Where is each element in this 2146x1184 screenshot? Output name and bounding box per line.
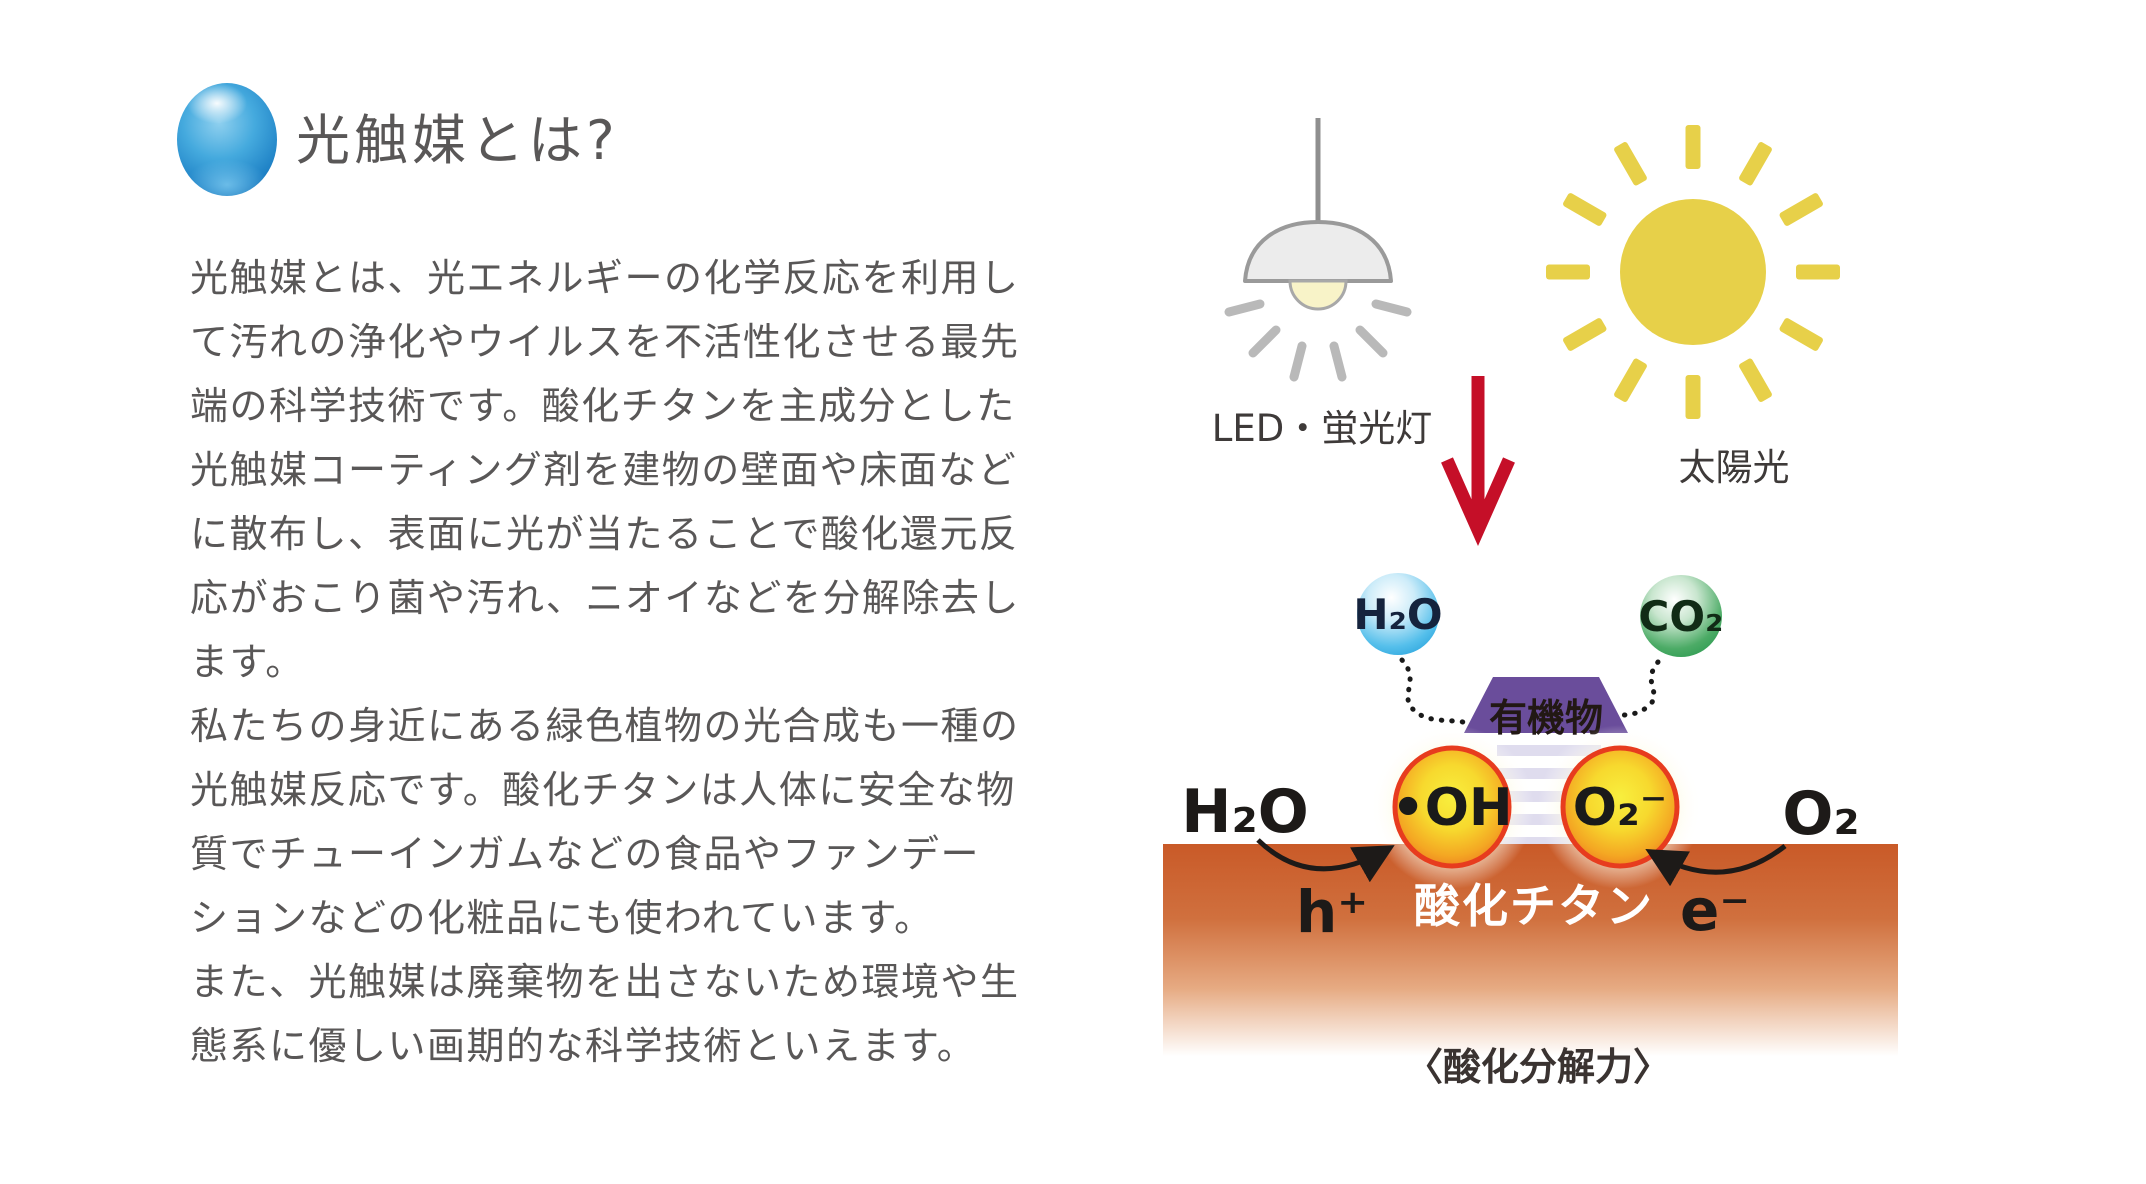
oh-radical-sphere	[1392, 745, 1512, 869]
superoxide-sphere	[1560, 745, 1680, 869]
article-line: 光触媒コーティング剤を建物の壁面や床面など	[190, 448, 1018, 492]
article-line: 質でチューインガムなどの食品やファンデー	[190, 832, 981, 876]
down-arrow-icon	[1441, 376, 1515, 547]
diagram-caption: 〈酸化分解力〉	[1405, 1045, 1671, 1089]
article-line: 私たちの身近にある緑色植物の光合成も一種の	[190, 704, 1020, 748]
article-line: て汚れの浄化やウイルスを不活性化させる最先	[190, 320, 1020, 364]
article-line: 端の科学技術です。酸化チタンを主成分とした	[190, 384, 1016, 428]
article-line: 光触媒反応です。酸化チタンは人体に安全な物	[190, 768, 1016, 812]
lamp-rays-icon	[1224, 299, 1412, 382]
article-text: 光触媒とは、光エネルギーの化学反応を利用し て汚れの浄化やウイルスを不活性化させ…	[190, 246, 1090, 1078]
co2-bubble-label: CO₂	[1639, 592, 1724, 641]
titanium-surface	[1163, 844, 1898, 1056]
organic-trapezoid	[1464, 677, 1628, 733]
lamp-icon	[1224, 118, 1412, 382]
superoxide-label: O₂⁻	[1573, 778, 1667, 838]
article-line: ます。	[190, 640, 305, 684]
article-line: に散布し、表面に光が当たることで酸化還元反	[190, 512, 1019, 556]
article-line: 光触媒とは、光エネルギーの化学反応を利用し	[190, 256, 1020, 300]
article-line: ションなどの化粧品にも使われています。	[190, 896, 934, 940]
right-reactant-label: O₂	[1782, 779, 1859, 849]
article-line: また、光触媒は廃棄物を出さないため環境や生	[190, 960, 1020, 1004]
sun-icon	[1546, 125, 1840, 419]
article-line: 応がおこり菌や汚れ、ニオイなどを分解除去し	[190, 576, 1020, 620]
article-line: 態系に優しい画期的な科学技術といえます。	[190, 1024, 977, 1068]
left-reactant-label: H₂O	[1181, 777, 1309, 847]
sun-label: 太陽光	[1679, 446, 1790, 489]
reaction-arrows	[1256, 838, 1787, 887]
co2-bubble	[1640, 575, 1722, 657]
oh-radical-label: •OH	[1392, 778, 1513, 838]
lamp-label: LED・蛍光灯	[1212, 407, 1432, 450]
blue-sphere-icon	[177, 83, 277, 196]
squiggle-connectors	[1399, 657, 1661, 727]
h2o-bubble-label: H₂O	[1353, 590, 1442, 639]
electron-label: e⁻	[1680, 876, 1750, 944]
organic-label: 有機物	[1489, 696, 1603, 740]
hole-label: h⁺	[1296, 878, 1368, 946]
surface-label: 酸化チタン	[1414, 879, 1654, 933]
page-title: 光触媒とは?	[296, 109, 619, 172]
h2o-bubble	[1357, 573, 1439, 655]
